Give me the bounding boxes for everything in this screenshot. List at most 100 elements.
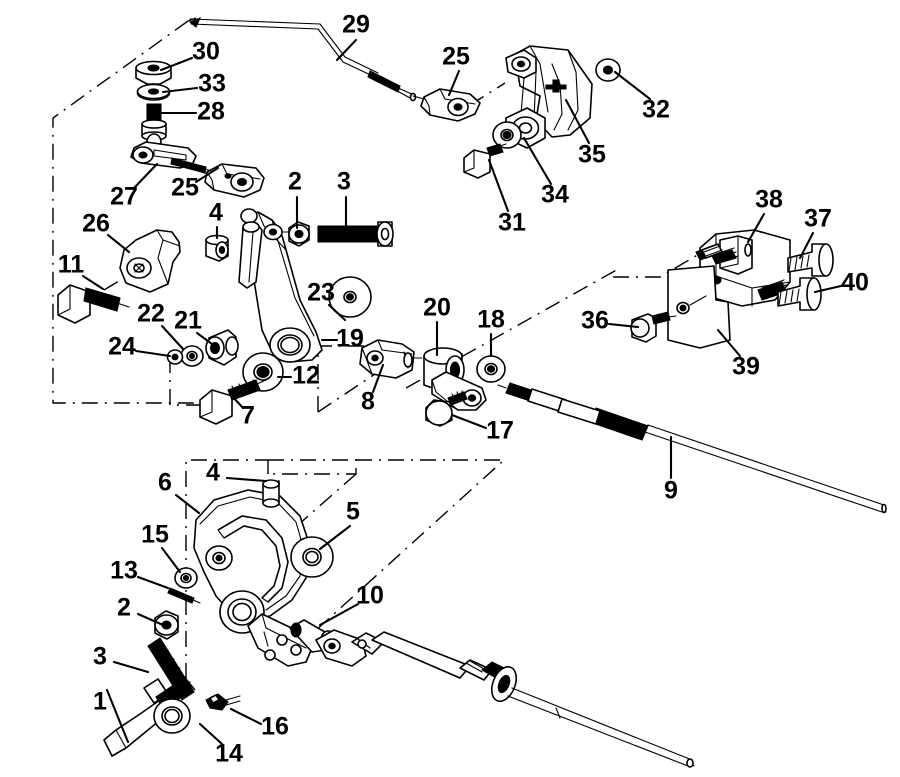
callout-number-11: 11 <box>58 251 85 279</box>
callout-number-8: 8 <box>361 388 375 416</box>
leader-10 <box>318 602 360 627</box>
part-4a-bushing <box>205 234 229 262</box>
leader-36 <box>607 322 640 329</box>
leader-15 <box>160 546 182 574</box>
callout-number-32: 32 <box>642 96 670 124</box>
leader-11 <box>81 274 105 291</box>
callout-number-6: 6 <box>158 469 172 497</box>
part-17-screw <box>425 390 468 427</box>
callout-number-36: 36 <box>581 307 609 335</box>
leader-6 <box>174 493 201 515</box>
callout-number-18: 18 <box>477 306 505 334</box>
callout-number-29: 29 <box>342 11 370 39</box>
callout-number-23: 23 <box>307 279 335 307</box>
callout-number-2b: 2 <box>117 594 131 622</box>
callout-number-20: 20 <box>423 294 451 322</box>
callout-number-16: 16 <box>261 713 289 741</box>
leader-21 <box>195 331 214 346</box>
callout-leaders <box>81 38 843 746</box>
callout-number-25b: 25 <box>442 43 470 71</box>
leader-40 <box>813 284 843 294</box>
callout-number-1: 1 <box>93 688 107 716</box>
part-19-bellcrank-lever <box>238 208 323 363</box>
leader-24 <box>134 349 172 358</box>
callout-number-35: 35 <box>578 141 606 169</box>
leader-33 <box>161 86 199 94</box>
leader-22 <box>160 324 185 351</box>
callout-number-19: 19 <box>336 325 364 353</box>
leader-3b <box>112 660 150 674</box>
part-22-washer <box>180 345 204 367</box>
part-37-screw <box>787 243 834 277</box>
callout-number-14: 14 <box>215 740 243 768</box>
callout-number-13: 13 <box>110 557 138 585</box>
leader-35 <box>564 98 591 145</box>
callout-number-30: 30 <box>192 38 220 66</box>
part-2a-lock-nut <box>288 221 310 247</box>
part-38-cable-retainer-block <box>695 229 801 307</box>
callout-number-10: 10 <box>356 582 384 610</box>
part-14-washer <box>153 698 191 734</box>
callout-number-24: 24 <box>108 333 136 361</box>
part-21-bushing <box>205 329 239 366</box>
part-4b-bushing <box>262 479 280 508</box>
part-33-washer <box>136 83 171 101</box>
part-25a-ball-socket-end <box>204 163 265 198</box>
part-39-anchor-plate <box>667 265 731 349</box>
callout-number-27: 27 <box>110 183 138 211</box>
part-26-cam-bracket <box>119 229 181 293</box>
callout-number-31: 31 <box>498 209 526 237</box>
callout-number-33: 33 <box>198 70 226 98</box>
callout-number-2a: 2 <box>288 168 302 196</box>
leader-25a <box>194 166 220 184</box>
part-34-washer <box>492 121 522 149</box>
part-25b-ball-socket-end <box>412 88 481 122</box>
part-9-throttle-cable <box>497 382 887 514</box>
callout-number-9: 9 <box>664 477 678 505</box>
part-3a-screw <box>317 221 394 247</box>
callout-number-3b: 3 <box>93 643 107 671</box>
part-24-nut <box>166 349 184 365</box>
callout-number-15: 15 <box>141 521 169 549</box>
callout-number-38: 38 <box>755 186 783 214</box>
part-11-bolt <box>57 284 130 324</box>
leader-34 <box>522 136 553 186</box>
part-30-nut <box>135 60 172 85</box>
part-20-cam-follower-roller <box>423 347 487 411</box>
leader-29 <box>335 38 358 62</box>
leader-5 <box>318 524 352 551</box>
part-31-bolt <box>463 143 507 179</box>
callout-number-40: 40 <box>841 269 869 297</box>
leader-16 <box>229 707 263 726</box>
boundary-link-24 <box>169 357 232 406</box>
leader-26 <box>106 233 131 254</box>
callout-number-4a: 4 <box>209 199 223 227</box>
callout-number-7: 7 <box>241 402 255 430</box>
leader-27 <box>132 162 159 190</box>
part-7-bolt <box>199 379 267 425</box>
leader-37 <box>798 231 815 260</box>
leader-23 <box>327 303 347 322</box>
callout-number-17: 17 <box>486 417 514 445</box>
leader-2b <box>136 612 165 627</box>
callout-number-34: 34 <box>541 181 569 209</box>
callout-number-5: 5 <box>346 498 360 526</box>
callout-number-28: 28 <box>197 98 225 126</box>
leader-8 <box>371 363 385 394</box>
callout-number-39: 39 <box>732 353 760 381</box>
part-8-link-arm <box>359 339 423 379</box>
leader-32 <box>613 70 652 101</box>
part-16-cotter-pin <box>205 693 241 711</box>
leader-13 <box>136 575 170 590</box>
part-40-screw <box>777 277 822 311</box>
leader-30 <box>159 56 194 72</box>
part-15-nut <box>174 567 198 589</box>
bottom-shift-cable-assembly <box>315 629 695 768</box>
part-2b-lock-nut <box>154 610 179 640</box>
callout-number-12: 12 <box>292 362 320 390</box>
leader-7 <box>230 394 245 410</box>
part-6-shift-cam-plate <box>193 489 313 667</box>
